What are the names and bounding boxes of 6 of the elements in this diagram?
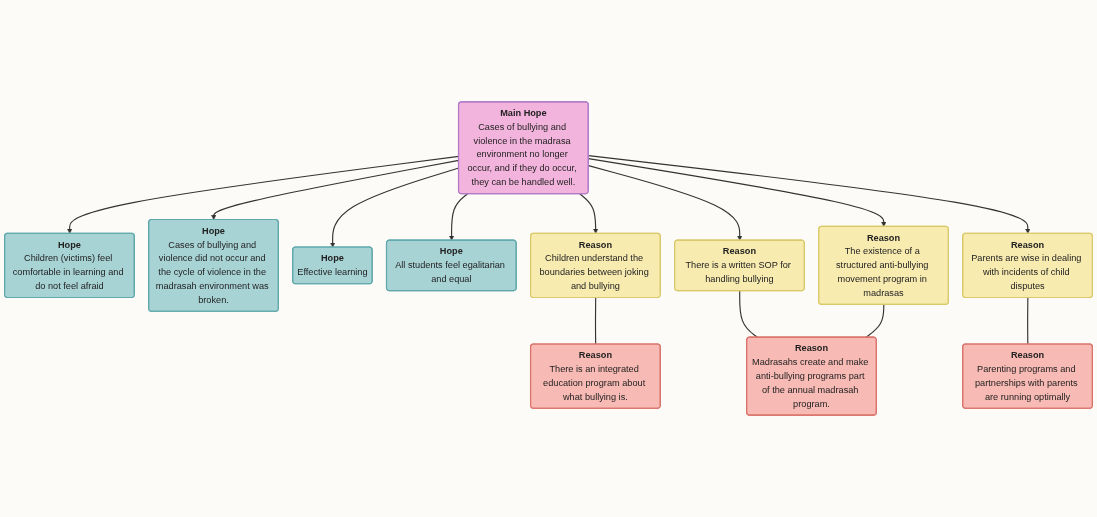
arrow [449, 193, 469, 241]
connector [594, 297, 597, 345]
connector [739, 290, 759, 338]
arrow [579, 193, 599, 234]
connector [1027, 297, 1029, 345]
connector [865, 304, 885, 338]
